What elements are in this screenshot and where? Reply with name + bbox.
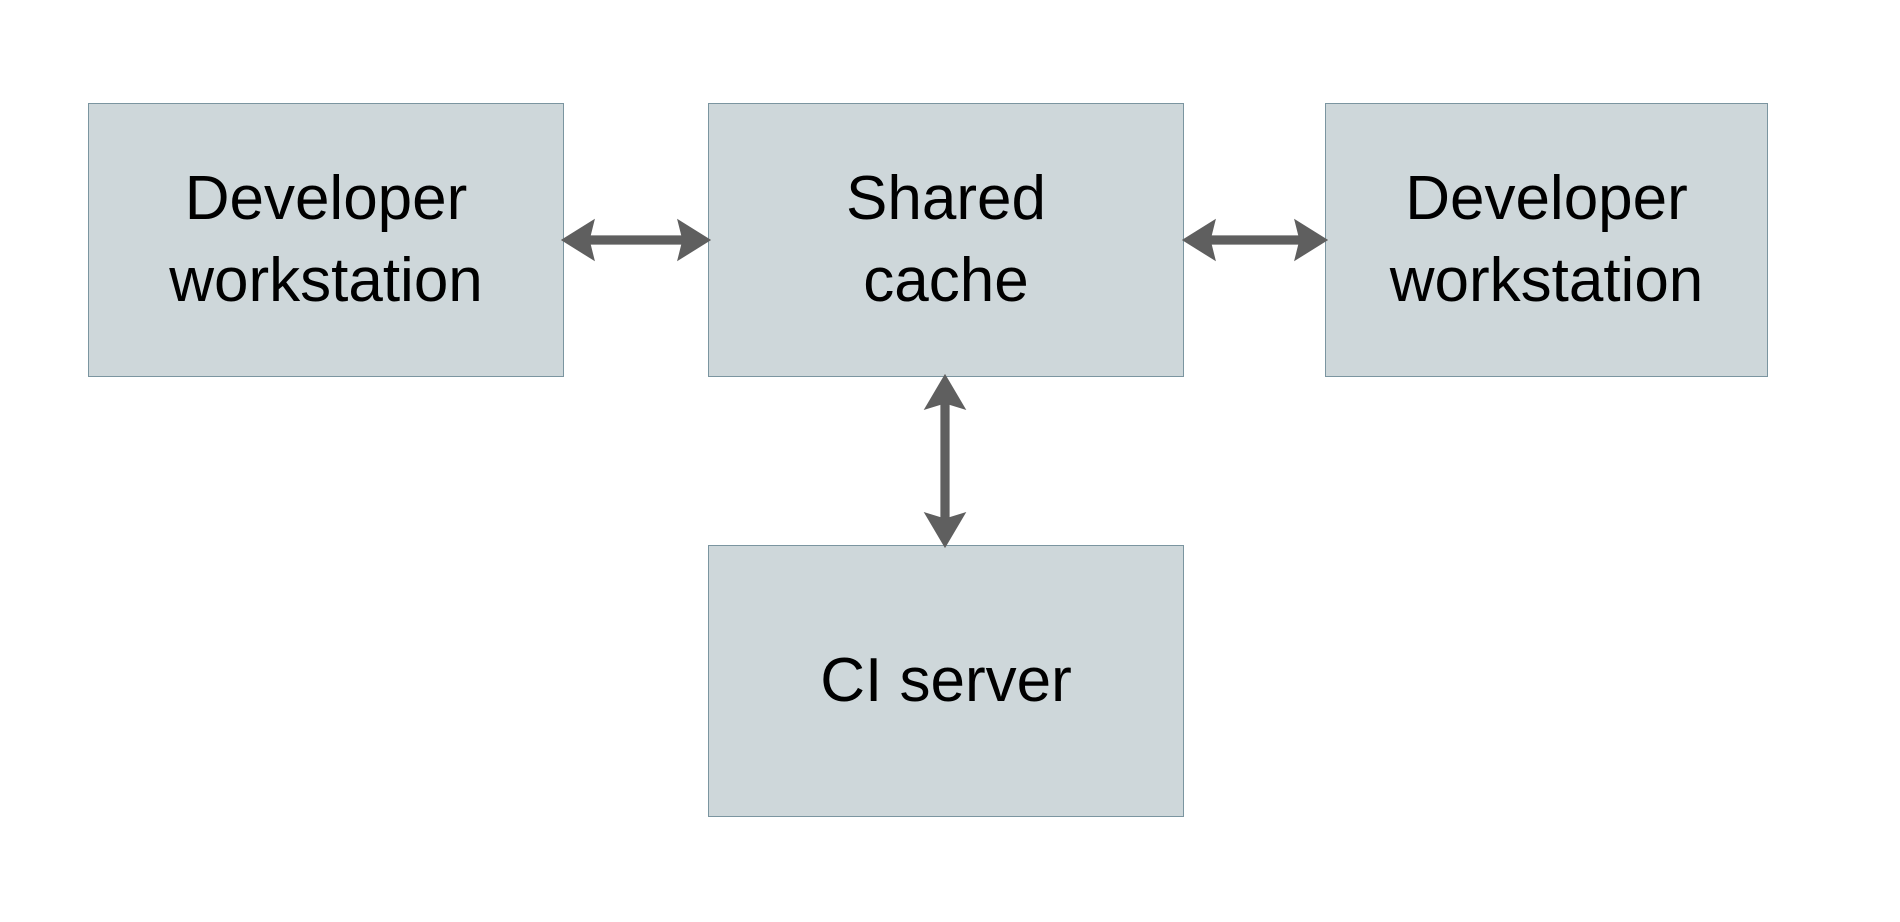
node-label: CI server [820,646,1072,716]
edge-shared-cache-to-dev-right[interactable] [1181,206,1329,274]
node-developer-workstation-left[interactable]: Developer workstation [88,103,564,377]
double-arrow-icon [560,218,712,262]
double-arrow-icon [1181,218,1329,262]
edge-shared-cache-to-ci-server[interactable] [911,373,979,549]
node-shared-cache[interactable]: Shared cache [708,103,1184,377]
node-developer-workstation-right[interactable]: Developer workstation [1325,103,1768,377]
node-label: Developer workstation [169,164,483,315]
node-label: Developer workstation [1389,164,1704,315]
edge-dev-left-to-shared-cache[interactable] [560,206,712,274]
double-arrow-icon [923,373,967,549]
node-ci-server[interactable]: CI server [708,545,1184,817]
node-label: Shared cache [846,164,1046,315]
